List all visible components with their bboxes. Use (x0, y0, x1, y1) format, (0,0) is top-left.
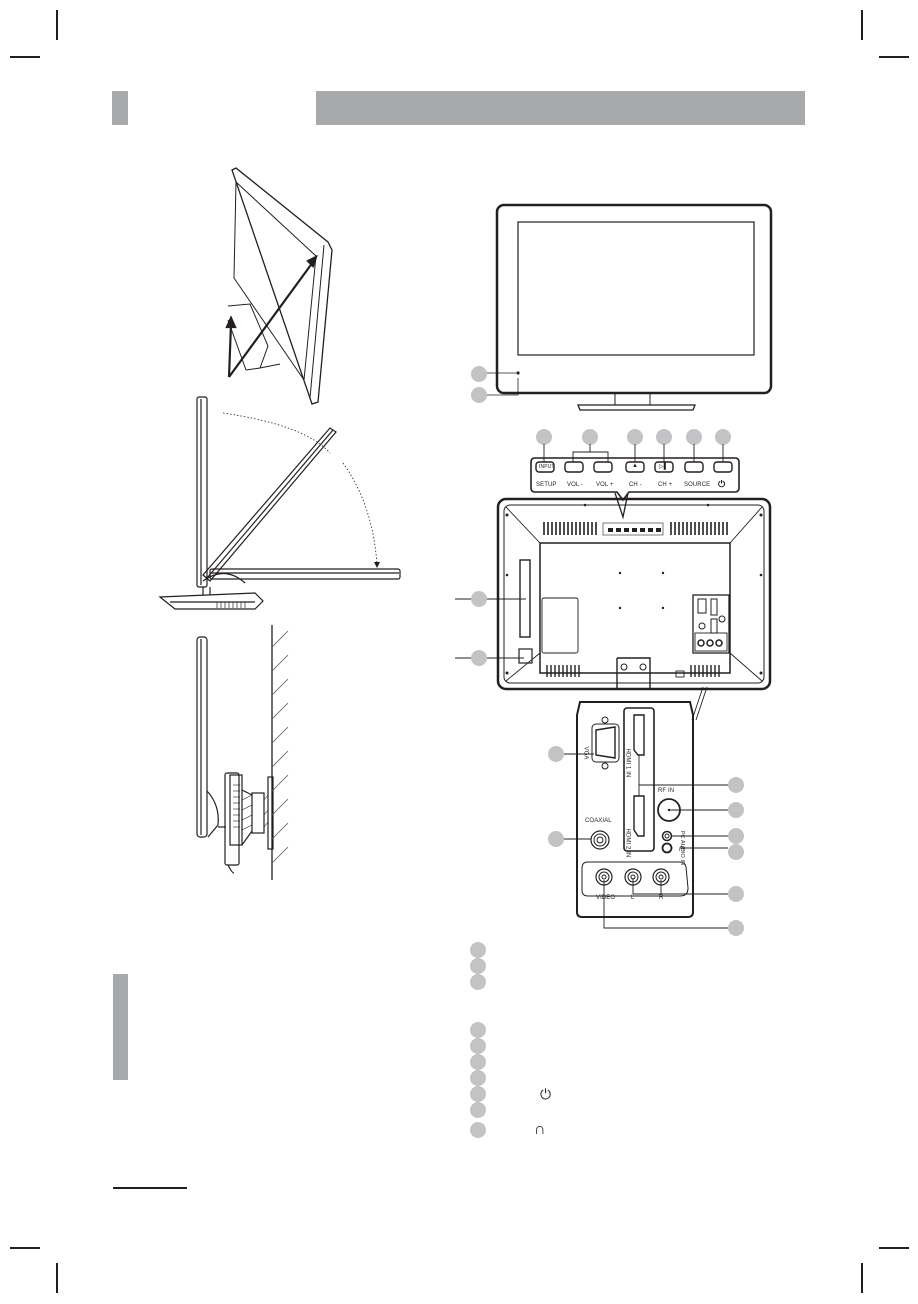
crop-mark (10, 56, 40, 58)
callout-pc-audio (728, 828, 744, 844)
coaxial-label: COAXIAL (585, 818, 612, 824)
tv-back-view (455, 492, 772, 721)
callout-hdmi (728, 777, 744, 793)
legend-callout (470, 1038, 486, 1054)
callout-headphone (728, 844, 744, 860)
legend-callout (470, 1054, 486, 1070)
crop-mark (56, 1263, 58, 1293)
video-label: VIDEO (596, 895, 616, 901)
connector-panel-diagram (564, 701, 728, 929)
crop-mark (879, 56, 909, 58)
rf-in-label: RF IN (658, 788, 675, 794)
button-face-ch-up: ▷▌ (659, 464, 669, 470)
button-label-ch-up: CH + (658, 482, 673, 488)
crop-mark (10, 1247, 40, 1249)
legend-callout (470, 1122, 486, 1138)
audio-l-label: L (631, 895, 635, 901)
button-face-ch-down: ▲ (632, 463, 639, 469)
stand-assembly-illustration (225, 167, 333, 405)
callout-source (686, 429, 702, 445)
button-label-setup: SETUP (536, 482, 557, 488)
power-icon: ⏻ (718, 479, 726, 489)
crop-mark (861, 10, 863, 40)
tv-front-view (483, 203, 773, 411)
legend-callout (470, 974, 486, 990)
power-icon: ⏻ (540, 1086, 552, 1102)
legend-callout (470, 1022, 486, 1038)
button-face-input: INPUT (539, 464, 555, 470)
button-label-ch-down: CH - (629, 482, 642, 488)
hdmi2-label: HDMI 2 IN (624, 828, 631, 858)
callout-setup (536, 429, 552, 445)
callout-ch-down (627, 429, 643, 445)
audio-r-label: R (659, 895, 664, 901)
tilt-angle-illustration (158, 396, 401, 610)
callout-coaxial (548, 831, 564, 847)
callout-audio-lr (728, 886, 744, 902)
callout-vga (548, 746, 564, 762)
callout-remote-sensor (471, 366, 487, 382)
legend-callout (470, 958, 486, 974)
headphone-icon: ∩ (678, 843, 686, 854)
headphone-icon: ∩ (534, 1121, 546, 1138)
legend-callout (470, 942, 486, 958)
wall-mount-illustration (196, 625, 289, 880)
crop-mark (56, 10, 58, 40)
footer-rule (113, 1187, 187, 1189)
vga-label: VGA (582, 746, 589, 760)
title-bar (316, 91, 805, 125)
sidebar-tab (113, 974, 128, 1080)
callout-rf-in (728, 802, 744, 818)
section-tab (112, 91, 128, 125)
callout-video (728, 920, 744, 936)
callout-side-panel (471, 591, 487, 607)
crop-mark (879, 1247, 909, 1249)
button-label-source: SOURCE (684, 482, 711, 488)
hdmi1-label: HDMI 1 IN (624, 748, 631, 778)
legend-callout (470, 1070, 486, 1086)
callout-volume (582, 429, 598, 445)
button-label-vol-up: VOL + (596, 482, 614, 488)
callout-power-socket (471, 650, 487, 666)
control-panel-diagram (530, 444, 740, 502)
legend-callout (470, 1102, 486, 1118)
callout-power (715, 429, 731, 445)
crop-mark (861, 1263, 863, 1293)
callout-ch-up (656, 429, 672, 445)
legend-callout (470, 1086, 486, 1102)
callout-power-indicator (471, 387, 487, 403)
button-label-vol-down: VOL - (567, 482, 583, 488)
